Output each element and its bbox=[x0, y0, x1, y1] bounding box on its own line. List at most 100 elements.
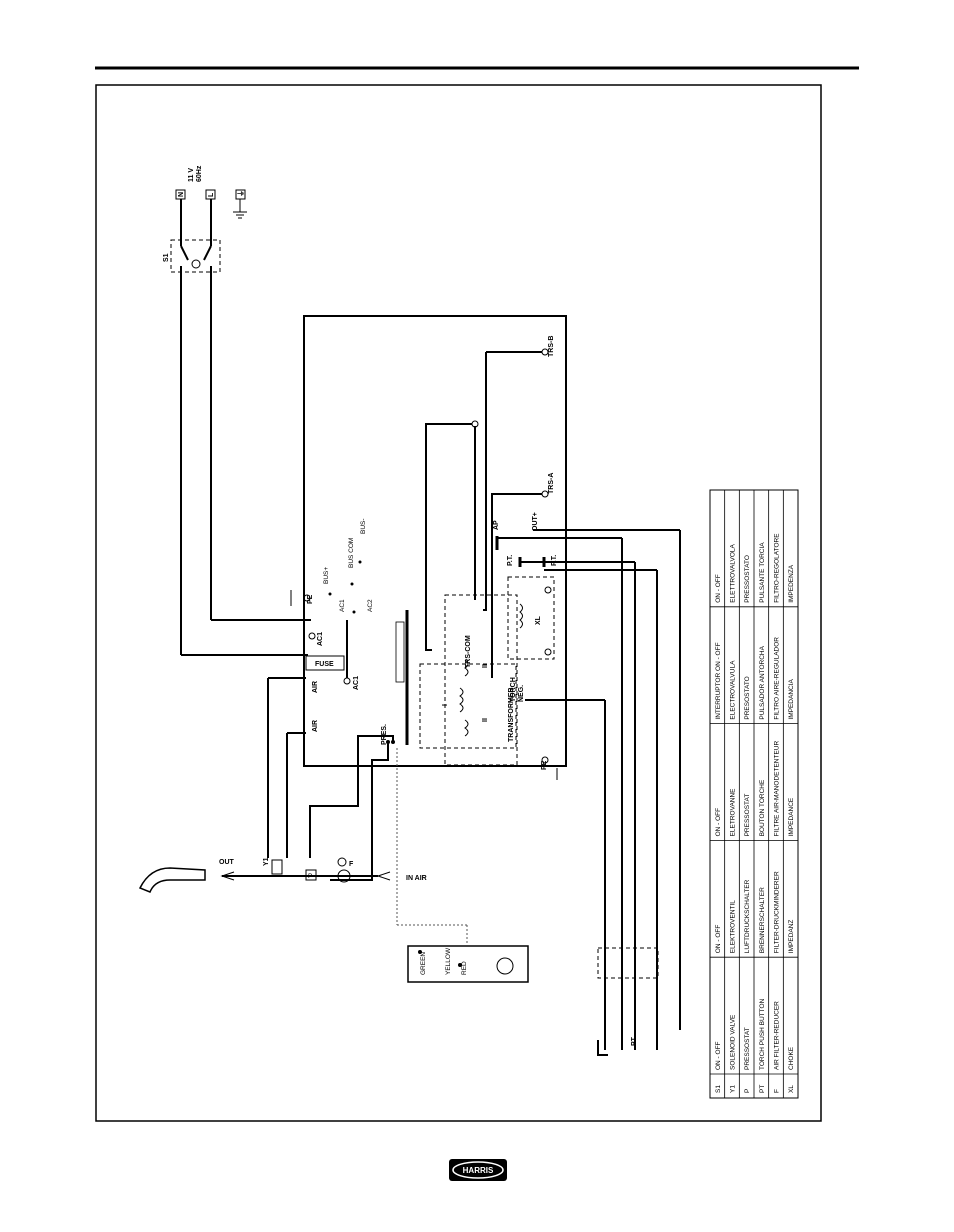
terminal-ground-label: ⏚ bbox=[237, 190, 245, 197]
coil-icon bbox=[459, 687, 464, 713]
legend-cell: BOUTON TORCHE bbox=[759, 779, 766, 836]
choke-box bbox=[507, 576, 555, 660]
ac2-pad-label: AC2 bbox=[367, 599, 374, 612]
pt-label-a: P.T. bbox=[507, 555, 514, 566]
diagram-frame bbox=[95, 84, 822, 1122]
arrow-out-icon bbox=[220, 871, 235, 881]
supply-frequency: 60Hz bbox=[196, 165, 203, 182]
ac1-terminal-bottom bbox=[343, 677, 351, 685]
pe-terminal-top bbox=[303, 594, 311, 602]
legend-cell: ON - OFF bbox=[715, 925, 722, 954]
legend-code: F bbox=[774, 1089, 781, 1093]
torch-neg-label-1: TORCH bbox=[510, 677, 517, 702]
pt-label-b: P.T. bbox=[551, 555, 558, 566]
legend-cell: ON - OFF bbox=[715, 574, 722, 603]
red-led bbox=[458, 963, 462, 967]
pe-label-top: PE bbox=[307, 594, 314, 604]
f-label: F bbox=[349, 861, 354, 868]
air-label-left: AIR bbox=[312, 720, 319, 732]
terminal-n-label: N bbox=[178, 192, 185, 197]
legend-cell: ELETTROVALVOLA bbox=[730, 543, 737, 602]
switch-s1-label: S1 bbox=[163, 253, 170, 262]
torch-neg-label-2: NEG. bbox=[518, 685, 525, 702]
in-air-label: IN AIR bbox=[406, 875, 427, 882]
pressure-knob-icon bbox=[496, 957, 514, 975]
legend-cell: PRESSOSTAT bbox=[744, 794, 751, 837]
legend-code: XL bbox=[788, 1085, 795, 1093]
legend-cell: ELETROVANNE bbox=[730, 788, 737, 837]
ap-label: AP bbox=[493, 520, 500, 530]
lamp-icon bbox=[191, 259, 201, 269]
fuse-label: FUSE bbox=[315, 661, 334, 668]
choke-label: XL bbox=[535, 615, 542, 625]
transformer-box bbox=[419, 663, 517, 749]
trs-a-label: TRS-A bbox=[548, 473, 555, 494]
legend-cell: ELEKTROVENTIL bbox=[730, 900, 737, 953]
legend-cell: FILTRE AIR-MANODETENTEUR bbox=[774, 741, 781, 837]
pres-label: PRES. bbox=[381, 724, 388, 745]
air-label-right: AIR bbox=[312, 681, 319, 693]
winding-ii-bottom: II bbox=[482, 718, 489, 722]
torch-plug-icon bbox=[597, 1040, 608, 1056]
pe-label-bottom: PE bbox=[541, 760, 548, 770]
pt-label-torch: PT bbox=[631, 1036, 638, 1046]
legend-cell: IMPEDANCIA bbox=[788, 678, 795, 719]
legend-cell: SOLENOID VALVE bbox=[730, 1014, 737, 1070]
bus-com-label: BUS COM bbox=[348, 538, 355, 568]
legend-cell: ON - OFF bbox=[715, 1041, 722, 1070]
legend-cell: IMPEDANZ bbox=[788, 920, 795, 954]
legend-cell: LUFTDRUCKSCHALTER bbox=[744, 879, 751, 953]
terminal-l-label: L bbox=[208, 192, 215, 197]
legend-cell: ON - OFF bbox=[715, 808, 722, 837]
legend-cell: IMPEDENZA bbox=[788, 564, 795, 603]
ac1-terminal-top bbox=[308, 632, 316, 640]
bus-minus-label: BUS- bbox=[360, 518, 367, 534]
winding-ii-top: II bbox=[482, 664, 489, 668]
gauge-icon bbox=[337, 857, 347, 867]
harris-logo: HARRIS bbox=[449, 1159, 507, 1181]
led-panel bbox=[407, 945, 529, 983]
y1-label: Y1 bbox=[263, 857, 270, 866]
supply-voltage: 11 V bbox=[188, 168, 195, 182]
yellow-label: YELLOW bbox=[445, 947, 452, 975]
p-label: P bbox=[308, 873, 312, 880]
bus-plus-label: BUS+ bbox=[323, 567, 330, 584]
plasma-torch-icon bbox=[138, 867, 206, 893]
torch-connector bbox=[597, 947, 659, 979]
legend-cell: FILTER-DRUCKMINDERER bbox=[774, 871, 781, 953]
out-plus-label: OUT+ bbox=[532, 512, 539, 531]
legend-code: Y1 bbox=[730, 1085, 737, 1093]
trs-com-label: TRS-COM bbox=[465, 635, 472, 668]
ac1-pad-label: AC1 bbox=[339, 599, 346, 612]
legend-cell: PULSANTE TORCIA bbox=[759, 542, 766, 603]
legend-cell: AIR FILTER-REDUCER bbox=[774, 1001, 781, 1070]
transformer-label: TRANSFORMER bbox=[508, 688, 515, 742]
fuse bbox=[305, 655, 345, 671]
ac1-label-top: AC1 bbox=[317, 632, 324, 646]
legend-cell: TORCH PUSH BUTTON bbox=[759, 998, 766, 1070]
pe-terminal-bottom bbox=[541, 756, 549, 764]
trs-b-label: TRS-B bbox=[548, 336, 555, 357]
switch-contact-icon bbox=[180, 245, 189, 261]
logo-text: HARRIS bbox=[463, 1166, 494, 1175]
switch-s1-box bbox=[170, 239, 221, 273]
legend-cell: BRENNERSCHALTER bbox=[759, 887, 766, 953]
red-label: RED bbox=[461, 961, 468, 975]
legend-cell: FILTRO AIRE-REGULADOR bbox=[774, 637, 781, 720]
winding-i: I bbox=[442, 704, 449, 706]
green-led bbox=[418, 950, 422, 954]
legend-cell: PRESSOSTATO bbox=[744, 555, 751, 603]
legend-code: S1 bbox=[715, 1085, 722, 1093]
legend-cell: PRESOSTATO bbox=[744, 676, 751, 719]
pressostat-p bbox=[305, 869, 317, 881]
legend-cell: IMPEDANCE bbox=[788, 797, 795, 836]
legend-code: P bbox=[744, 1089, 751, 1093]
legend-cell: PRESSOSTAT bbox=[744, 1027, 751, 1070]
legend-table: S1 ON - OFF ON - OFF ON - OFF INTERRUPTOR ON… bbox=[709, 489, 799, 1099]
ribbon-connector bbox=[395, 621, 405, 683]
legend-cell: PULSADOR ANTORCHA bbox=[759, 645, 766, 719]
choke-coil-icon bbox=[519, 603, 523, 629]
legend-cell: INTERRUPTOR ON - OFF bbox=[715, 642, 722, 719]
